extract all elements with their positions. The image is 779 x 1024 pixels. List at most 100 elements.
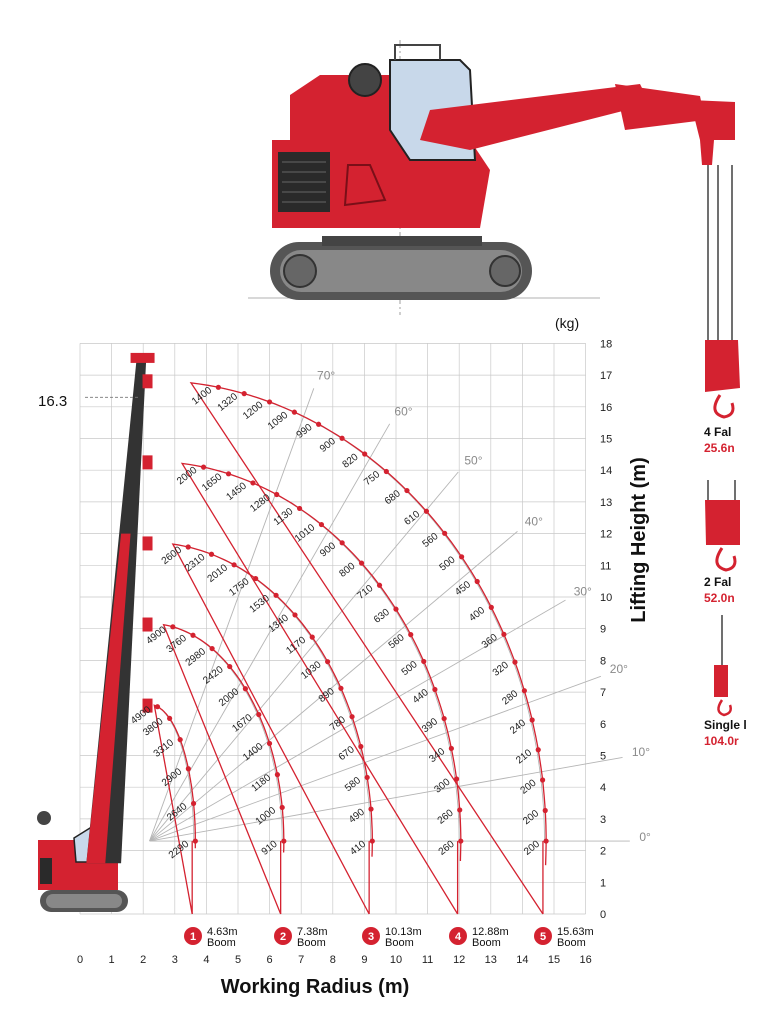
load-point: [154, 704, 161, 710]
load-point: [442, 530, 448, 536]
hook-block: [142, 698, 153, 713]
y-axis-title: Lifting Height (m): [628, 457, 650, 623]
boom-length: 15.63m: [557, 926, 594, 938]
load-point: [543, 838, 549, 844]
angle-label: 60°: [394, 405, 412, 419]
angle-label: 0°: [639, 830, 651, 844]
load-point: [231, 562, 237, 568]
load-value: 260: [436, 807, 456, 826]
load-value: 710: [355, 583, 375, 602]
y-tick-label: 3: [600, 814, 606, 826]
load-value: 300: [433, 776, 453, 795]
load-curve: [171, 543, 373, 915]
load-value: 280: [500, 688, 520, 707]
x-tick-label: 9: [361, 954, 367, 966]
load-point: [339, 435, 345, 441]
load-value: 2290: [167, 839, 192, 862]
load-curve: [162, 623, 285, 915]
load-value: 2000: [175, 465, 200, 488]
y-tick-label: 11: [600, 560, 611, 572]
load-point: [325, 659, 331, 665]
load-point: [274, 491, 280, 498]
load-value: 990: [295, 422, 315, 441]
load-value: 210: [514, 747, 534, 766]
load-value: 200: [519, 777, 539, 796]
y-tick-label: 0: [600, 909, 606, 921]
load-value: 200: [521, 808, 541, 827]
load-point: [448, 745, 454, 752]
hook-block: [142, 455, 153, 470]
load-point: [529, 717, 535, 723]
load-point: [339, 540, 345, 546]
load-value: 340: [427, 746, 447, 765]
load-value: 820: [341, 451, 361, 470]
load-value: 680: [383, 488, 403, 507]
load-point: [393, 606, 399, 612]
fall-load: 104.0r: [704, 734, 739, 748]
boom-number-badge: [362, 927, 380, 945]
load-value: 1340: [267, 612, 292, 635]
load-value: 670: [337, 744, 357, 763]
load-point: [253, 575, 259, 582]
load-point: [208, 551, 215, 557]
load-value: 1650: [200, 471, 225, 494]
load-point: [281, 838, 287, 844]
load-curve: [153, 704, 196, 915]
boom-length: 10.13m: [385, 926, 422, 938]
load-point: [309, 634, 315, 640]
boom-label: Boom: [297, 937, 326, 949]
x-tick-label: 1: [109, 954, 115, 966]
load-point: [362, 451, 368, 457]
boom-number-badge: [534, 927, 552, 945]
y-tick-label: 17: [600, 370, 612, 382]
load-value: 1670: [230, 712, 255, 735]
load-value: 610: [402, 509, 422, 528]
load-value: 1530: [248, 593, 273, 616]
load-point: [369, 838, 375, 844]
y-tick-label: 1: [600, 877, 606, 889]
x-axis-title: Working Radius (m): [221, 976, 410, 998]
load-curve: [180, 462, 462, 915]
load-point: [404, 487, 410, 494]
y-tick-label: 5: [600, 751, 606, 763]
load-point: [185, 766, 191, 772]
crane-chart-illustration: [37, 352, 155, 912]
load-point: [459, 554, 465, 560]
x-tick-label: 8: [330, 954, 336, 966]
boom-number-badge: [274, 927, 292, 945]
load-point: [250, 480, 256, 486]
y-tick-label: 18: [600, 338, 612, 350]
y-tick-label: 14: [600, 465, 612, 477]
chart-text: 4900380033102900264022904900376029802420…: [38, 315, 747, 998]
load-point: [190, 632, 196, 638]
load-point: [200, 464, 207, 470]
load-value: 320: [491, 660, 511, 679]
angle-label: 20°: [610, 662, 628, 676]
load-curves: [153, 381, 549, 915]
load-point: [474, 578, 480, 585]
y-tick-label: 7: [600, 687, 606, 699]
load-value: 800: [337, 561, 357, 580]
load-point: [266, 399, 273, 405]
load-point: [458, 838, 464, 844]
boom-length: 4.63m: [207, 926, 238, 938]
load-point: [167, 715, 173, 722]
load-value: 400: [467, 605, 487, 624]
load-value: 560: [387, 632, 407, 651]
load-point: [338, 685, 344, 691]
angle-ray: [149, 531, 518, 842]
load-value: 2420: [201, 664, 226, 687]
load-value: 240: [508, 717, 528, 736]
fall-load: 52.0n: [704, 591, 735, 605]
load-point: [192, 838, 198, 844]
fall-label: 4 Fal: [704, 425, 731, 439]
load-point: [279, 804, 285, 811]
hook-block: [142, 536, 153, 551]
angle-ray: [149, 756, 623, 842]
load-value: 1200: [241, 399, 266, 422]
load-point: [190, 800, 197, 807]
fall-load: 25.6n: [704, 441, 735, 455]
load-point: [170, 624, 176, 630]
